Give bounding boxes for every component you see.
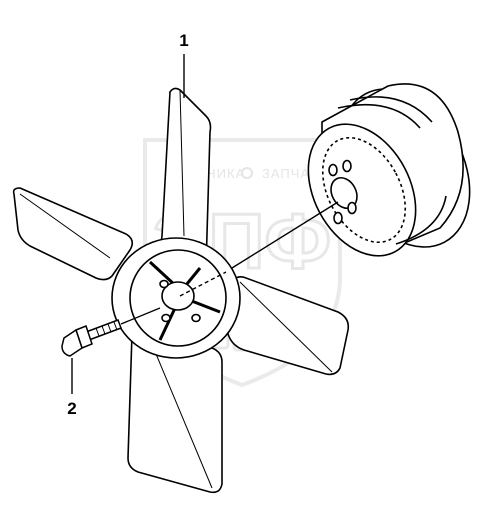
fan-hub-center: [161, 281, 195, 311]
pulley-bolt-hole: [342, 159, 352, 173]
fan-blade-left-edge: [19, 193, 111, 259]
alignment-line: [179, 201, 339, 297]
fan-hub-hole: [161, 313, 171, 323]
bolt-head: [61, 328, 83, 357]
bolt-axis-line: [120, 307, 161, 325]
fan-hub-inner-ring: [129, 249, 227, 347]
fan-blade-top-edge: [179, 89, 185, 237]
pulley-hub: [307, 83, 471, 257]
watermark-gear-icon: [241, 167, 253, 179]
fan-blade-right: [227, 276, 350, 376]
pulley-bolt-hole: [333, 211, 343, 225]
callout-1-number: 1: [179, 31, 188, 50]
callout-2-number: 2: [67, 399, 76, 418]
fan-hub-hole: [191, 313, 201, 323]
pulley-bolt-hole: [328, 163, 338, 177]
fan-blade-right-edge: [239, 281, 333, 373]
fan-blade-bottom-edge: [145, 329, 213, 489]
callout-1: 1: [179, 31, 189, 98]
bolt: [61, 307, 161, 357]
fan-hub-hole: [159, 279, 169, 289]
fan-blades: [12, 87, 350, 494]
pulley-inner-rim: [321, 136, 407, 244]
pulley-groove: [349, 96, 433, 123]
pulley-bolt-hole: [347, 201, 357, 215]
fan-hub: [111, 237, 241, 359]
callout-2: 2: [67, 358, 77, 418]
fan-hub-arm: [158, 305, 178, 341]
pulley-groove: [337, 103, 421, 129]
pulley-groove: [395, 195, 447, 245]
fan-hub-arm: [148, 260, 178, 288]
bolt-thread: [95, 321, 118, 337]
